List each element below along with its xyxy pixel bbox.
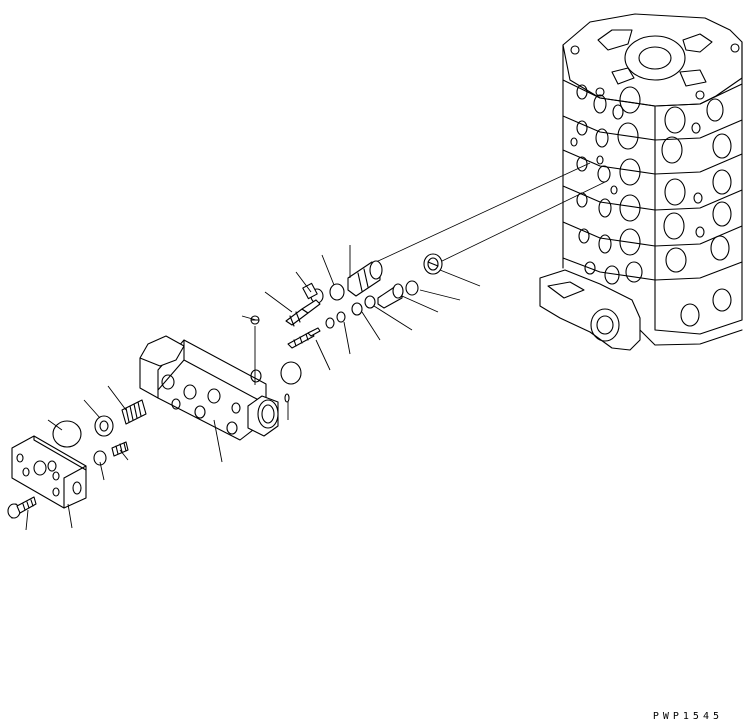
plunger-small xyxy=(250,315,321,349)
leader-lines xyxy=(25,245,481,531)
spring-seat xyxy=(94,415,114,437)
centerline-upper xyxy=(375,162,591,263)
spring-small xyxy=(111,441,129,457)
plug-screw xyxy=(423,253,443,275)
spool-end-plug-small xyxy=(377,283,404,309)
check-valve-block xyxy=(139,335,279,441)
drawing-code: PWP1545 xyxy=(652,711,723,722)
backup-ring xyxy=(284,295,376,403)
spool-end-plug xyxy=(347,260,383,297)
control-valve-body xyxy=(539,13,743,351)
centerline-lower xyxy=(439,181,606,263)
spring xyxy=(121,399,147,425)
mounting-bolt xyxy=(7,496,37,519)
cover-plate xyxy=(11,435,87,509)
plunger xyxy=(285,282,321,327)
o-ring xyxy=(52,280,419,466)
